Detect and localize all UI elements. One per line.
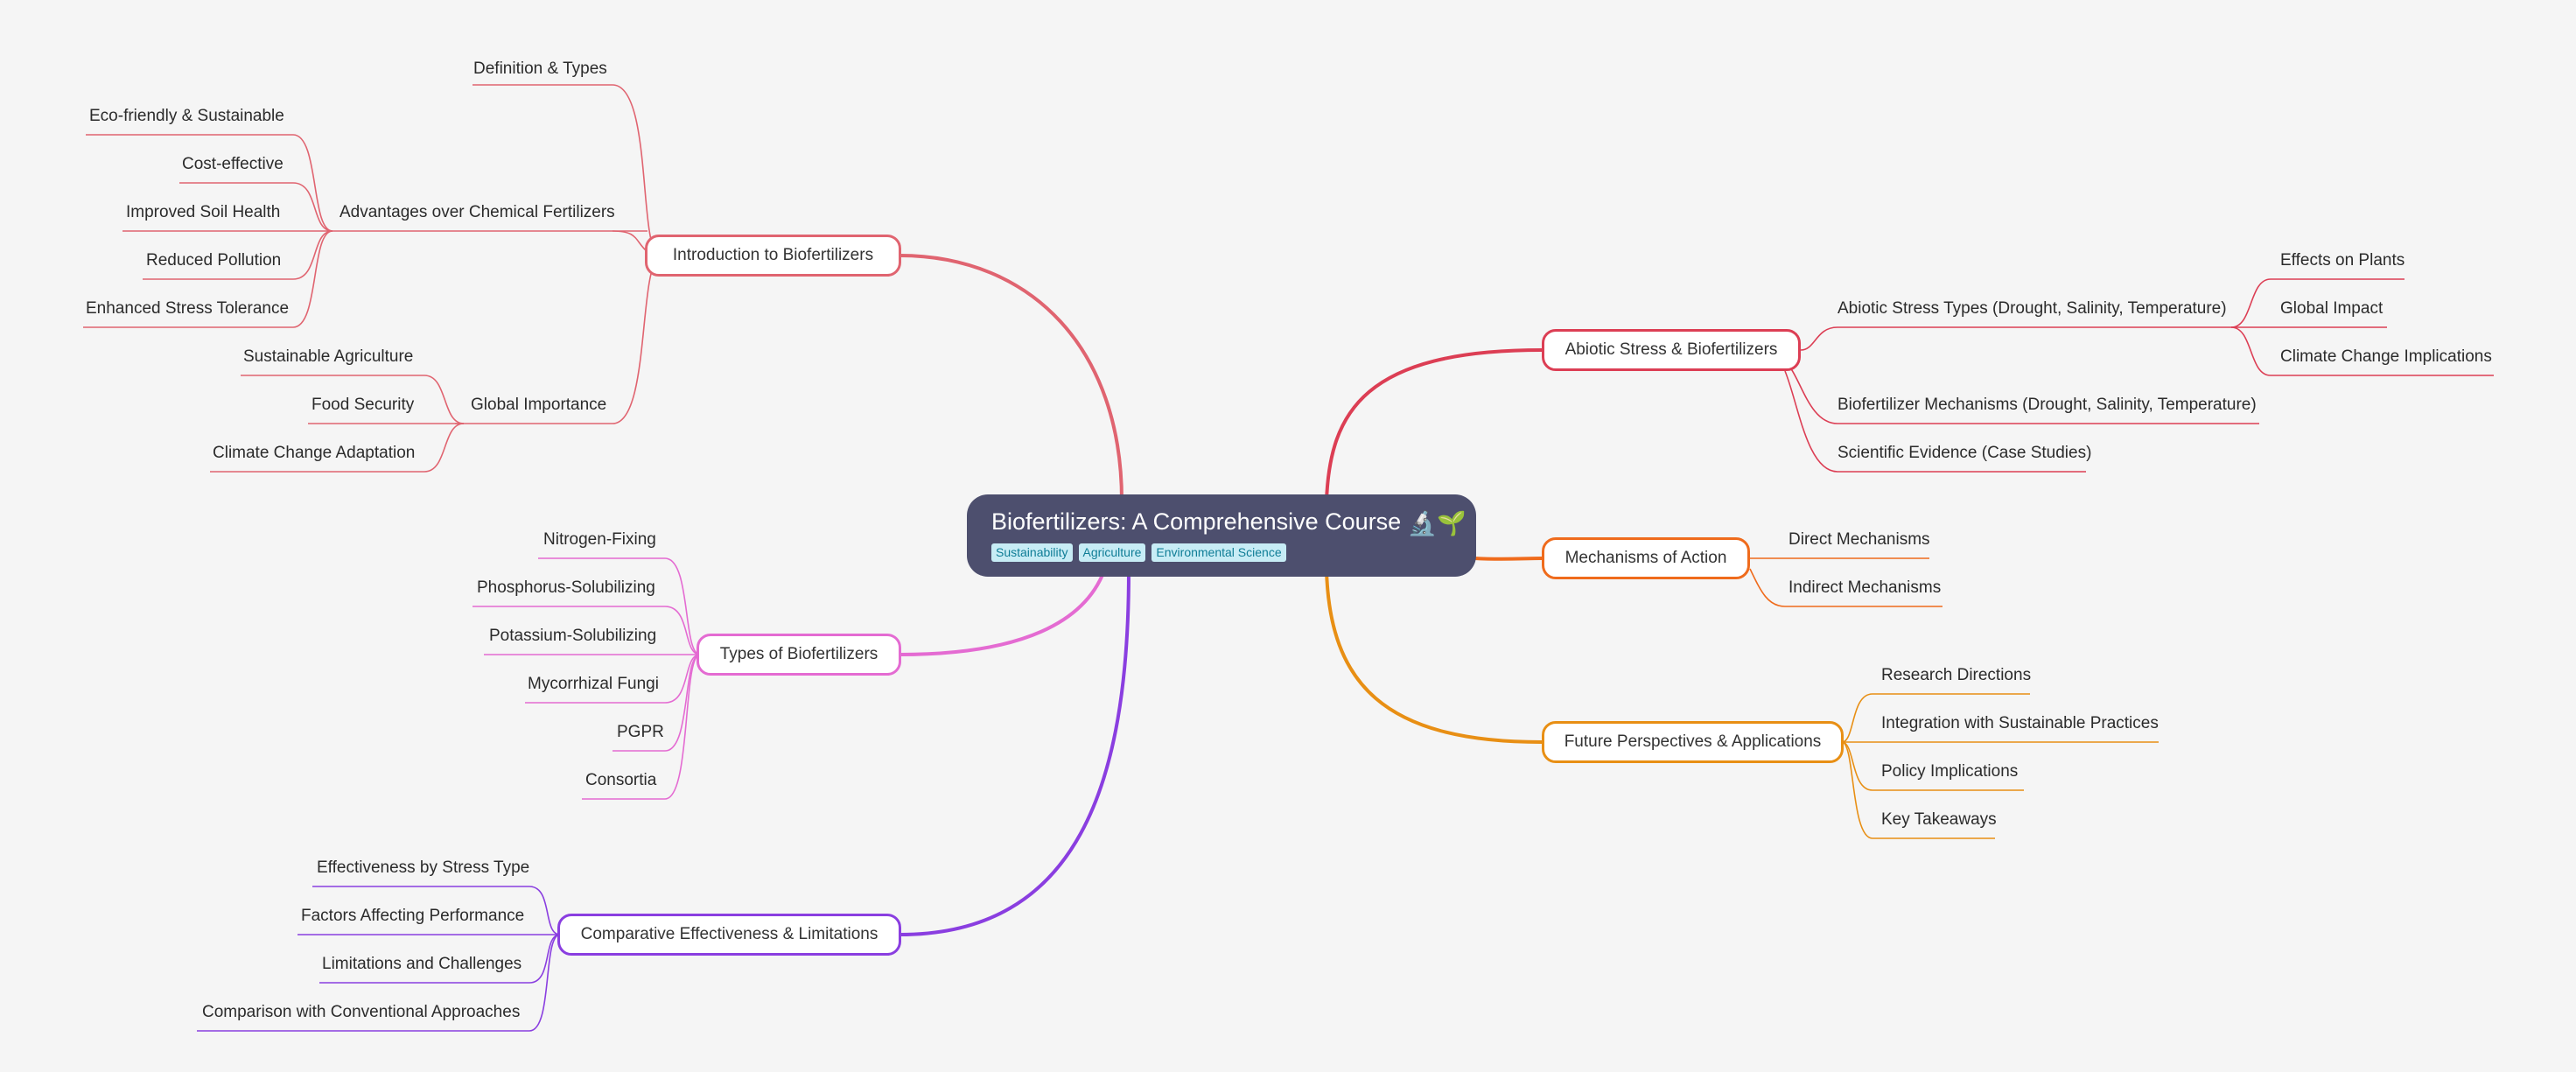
tag-environmental-science[interactable]: Environmental Science (1152, 543, 1286, 562)
connector-types (899, 570, 1106, 656)
tag-agriculture[interactable]: Agriculture (1078, 543, 1146, 562)
leaf-food-security[interactable]: Food Security (312, 396, 415, 414)
leaf-direct[interactable]: Direct Mechanisms (1788, 530, 1930, 549)
leaf-soil-health[interactable]: Improved Soil Health (126, 203, 281, 221)
leaf-pgpr[interactable]: PGPR (617, 723, 664, 741)
leaf-eco-friendly[interactable]: Eco-friendly & Sustainable (89, 107, 284, 125)
root-title: Biofertilizers: A Comprehensive Course 🔬… (991, 507, 1466, 538)
leaf-cost-effective[interactable]: Cost-effective (182, 155, 284, 173)
leaf-climate-implications[interactable]: Climate Change Implications (2280, 347, 2492, 366)
leaf-stress-types[interactable]: Abiotic Stress Types (Drought, Salinity,… (1838, 299, 2227, 318)
leaf-global-impact[interactable]: Global Impact (2280, 299, 2384, 318)
tag-sustainability[interactable]: Sustainability (991, 543, 1073, 562)
leaf-indirect[interactable]: Indirect Mechanisms (1788, 578, 1942, 597)
leaf-biofertilizer-mechanisms[interactable]: Biofertilizer Mechanisms (Drought, Salin… (1838, 396, 2257, 414)
connector-abiotic (1325, 348, 1543, 501)
leaf-research[interactable]: Research Directions (1881, 666, 2032, 684)
node-types[interactable]: Types of Biofertilizers (696, 634, 901, 676)
leaf-mycorrhizal[interactable]: Mycorrhizal Fungi (528, 675, 659, 693)
leaf-definition[interactable]: Definition & Types (473, 60, 607, 78)
leaf-integration[interactable]: Integration with Sustainable Practices (1881, 714, 2159, 732)
leaf-consortia[interactable]: Consortia (585, 771, 657, 789)
leaf-stress-tolerance[interactable]: Enhanced Stress Tolerance (86, 299, 290, 318)
leaf-sustainable-agriculture[interactable]: Sustainable Agriculture (243, 347, 414, 366)
leaf-effectiveness[interactable]: Effectiveness by Stress Type (317, 858, 530, 877)
leaf-climate-adaptation[interactable]: Climate Change Adaptation (213, 444, 416, 462)
node-abiotic[interactable]: Abiotic Stress & Biofertilizers (1542, 329, 1801, 371)
root-tags: Sustainability Agriculture Environmental… (991, 543, 1452, 562)
leaf-global-importance[interactable]: Global Importance (471, 396, 607, 414)
connector-comparative (899, 570, 1130, 936)
node-introduction[interactable]: Introduction to Biofertilizers (645, 235, 901, 277)
node-comparative[interactable]: Comparative Effectiveness & Limitations (557, 914, 901, 956)
connector-mechanisms (1474, 557, 1543, 561)
leaf-key-takeaways[interactable]: Key Takeaways (1881, 810, 1997, 829)
leaf-potassium[interactable]: Potassium-Solubilizing (489, 627, 657, 645)
leaf-scientific-evidence[interactable]: Scientific Evidence (Case Studies) (1838, 444, 2092, 462)
leaf-effects-plants[interactable]: Effects on Plants (2280, 251, 2405, 270)
leaf-nitrogen-fixing[interactable]: Nitrogen-Fixing (543, 530, 656, 549)
connector-introduction (899, 254, 1124, 501)
root-node[interactable]: Biofertilizers: A Comprehensive Course 🔬… (967, 494, 1476, 577)
node-future[interactable]: Future Perspectives & Applications (1542, 721, 1844, 763)
microscope-seedling-icon: 🔬🌱 (1407, 509, 1466, 536)
leaf-comparison[interactable]: Comparison with Conventional Approaches (202, 1003, 521, 1021)
leaf-phosphorus[interactable]: Phosphorus-Solubilizing (477, 578, 655, 597)
leaf-limitations[interactable]: Limitations and Challenges (322, 955, 522, 973)
connector-future (1325, 570, 1543, 744)
leaf-policy[interactable]: Policy Implications (1881, 762, 2019, 781)
node-mechanisms[interactable]: Mechanisms of Action (1542, 537, 1750, 579)
root-title-text: Biofertilizers: A Comprehensive Course (991, 508, 1402, 535)
leaf-advantages[interactable]: Advantages over Chemical Fertilizers (340, 203, 615, 221)
leaf-factors[interactable]: Factors Affecting Performance (301, 907, 525, 925)
leaf-reduced-pollution[interactable]: Reduced Pollution (146, 251, 282, 270)
